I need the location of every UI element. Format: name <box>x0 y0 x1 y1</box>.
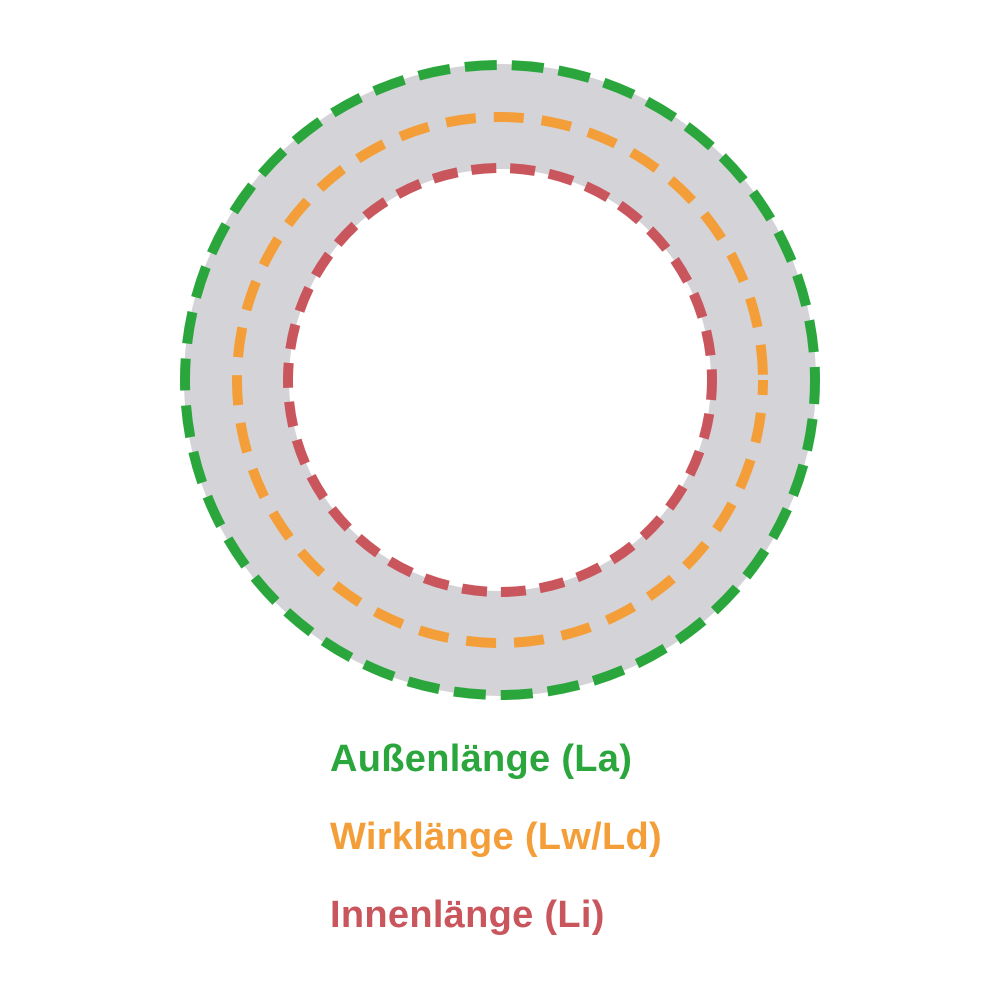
legend: Außenlänge (La) Wirklänge (Lw/Ld) Innenl… <box>330 740 662 934</box>
inner-length-label: Innenlänge (Li) <box>330 894 605 936</box>
inner-length-circle <box>283 163 717 597</box>
effective-length-label: Wirklänge (Lw/Ld) <box>330 816 662 858</box>
outer-length-circle <box>180 60 820 700</box>
outer-length-label: Außenlänge (La) <box>330 738 633 780</box>
effective-length-circle <box>232 112 768 648</box>
